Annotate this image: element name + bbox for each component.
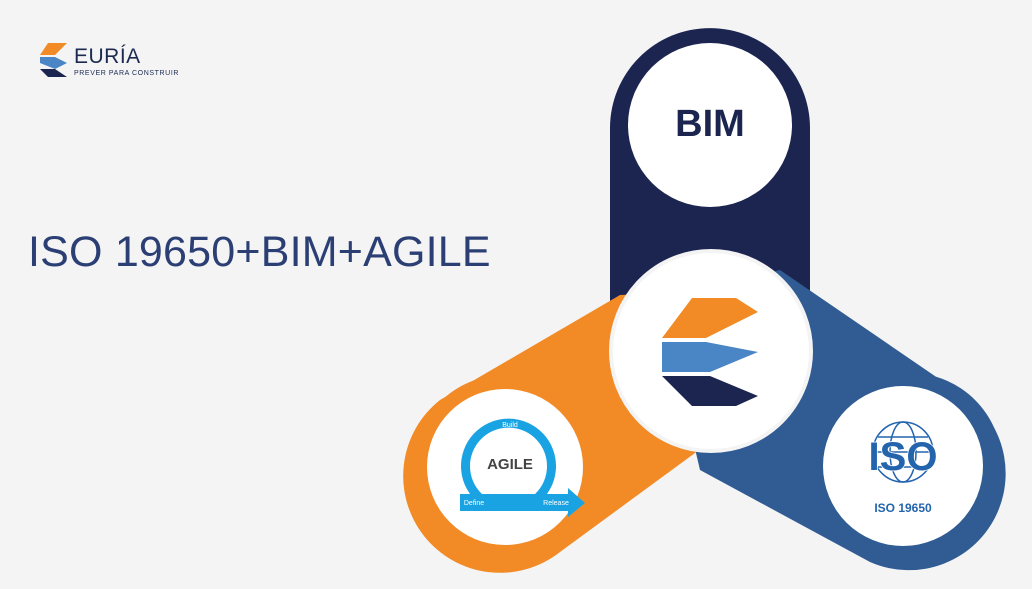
- brand-name: EURÍA: [74, 45, 141, 68]
- agile-cycle-icon: [460, 418, 585, 517]
- bim-badge: [628, 43, 792, 207]
- iso-logo-text: ISO: [869, 435, 938, 479]
- agile-release-label: Release: [543, 500, 569, 507]
- euria-center-logo-icon: [662, 298, 758, 406]
- bim-label: BIM: [675, 103, 745, 145]
- globe-icon: [872, 421, 934, 483]
- iso-caption: ISO 19650: [874, 501, 932, 515]
- agile-define-label: Define: [464, 500, 484, 507]
- agile-build-label: Build: [502, 422, 518, 429]
- euria-logo-mark-icon: [40, 43, 67, 77]
- euria-logo[interactable]: EURÍA PREVER PARA CONSTRUIR: [38, 42, 188, 84]
- agile-center-label: AGILE: [487, 456, 533, 473]
- iso-badge: [823, 386, 983, 546]
- page-title: ISO 19650+BIM+AGILE: [28, 228, 491, 276]
- brand-tagline: PREVER PARA CONSTRUIR: [74, 70, 180, 77]
